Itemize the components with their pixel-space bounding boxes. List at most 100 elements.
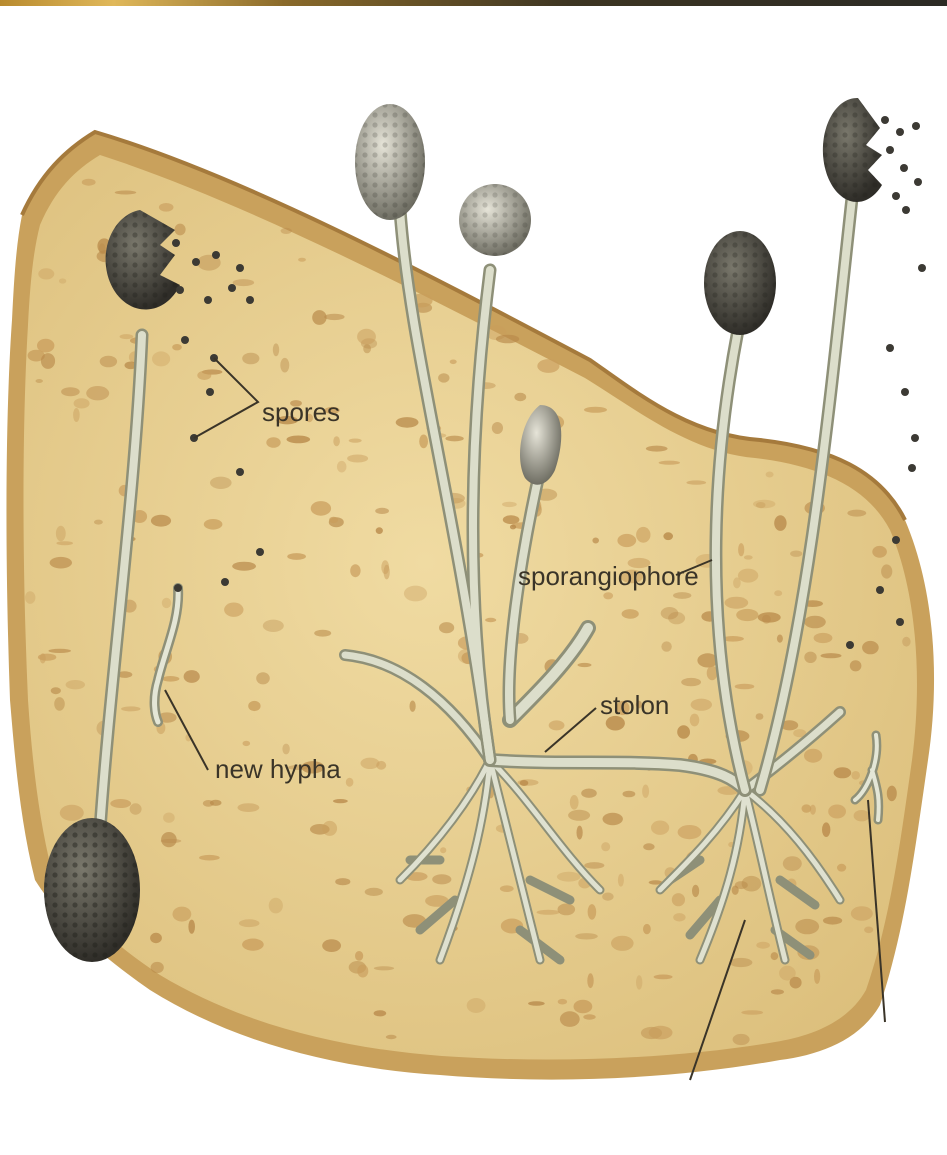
spore-dot <box>192 258 200 266</box>
bread-pore <box>333 799 348 803</box>
bread-pore <box>795 919 819 934</box>
bread-pore <box>357 329 376 345</box>
bread-pore <box>280 358 289 373</box>
bread-pore <box>729 958 752 967</box>
bread-pore <box>282 744 289 755</box>
bread-pore <box>736 609 758 621</box>
bread-pore <box>678 825 702 839</box>
bread-pore <box>643 924 651 934</box>
bread-pore <box>673 592 691 599</box>
spore-dot <box>228 284 236 292</box>
spore-dot <box>892 192 900 200</box>
bread-pore <box>161 839 182 843</box>
bread-pore <box>440 847 446 853</box>
bread-pore <box>774 590 782 596</box>
bread-pore <box>520 780 529 786</box>
spore-dot <box>900 164 908 172</box>
bread-pore <box>756 942 770 949</box>
bread-pore <box>450 360 457 365</box>
bread-pore <box>741 1010 763 1015</box>
bread-pore <box>36 379 43 383</box>
bread-pore <box>410 701 416 712</box>
bread-pore <box>54 697 65 711</box>
bread-pore <box>41 353 55 369</box>
spore-dot <box>181 336 189 344</box>
bread-pore <box>822 822 830 837</box>
spore-dot <box>221 578 229 586</box>
spore-dot <box>204 296 212 304</box>
bread-pore <box>646 446 668 452</box>
bread-pore <box>584 407 607 413</box>
bread-pore <box>162 598 171 608</box>
bread-pore <box>224 603 243 617</box>
bread-pore <box>578 663 592 667</box>
bread-pore <box>374 1010 387 1016</box>
bread-pore <box>771 989 784 994</box>
bread-pore <box>281 228 292 234</box>
bread-pore <box>256 672 270 684</box>
spore-dot <box>236 468 244 476</box>
bread-pore <box>210 477 232 489</box>
spore-dot <box>174 584 182 592</box>
bread-pore <box>324 314 344 320</box>
bread-pore <box>269 898 283 914</box>
bread-pore <box>38 654 56 661</box>
bread-pore <box>210 800 222 806</box>
bread-pore <box>691 699 712 711</box>
bread-pore <box>783 856 802 871</box>
bread-pore <box>239 919 260 927</box>
bread-pore <box>188 920 195 934</box>
bread-pore <box>771 952 779 960</box>
bread-pore <box>735 684 755 690</box>
spore-dot <box>246 296 254 304</box>
bread-pore <box>881 564 892 578</box>
bread-pore <box>233 279 254 286</box>
bread-pore <box>204 519 223 530</box>
bread-pore <box>492 422 503 434</box>
bread-pore <box>266 437 280 448</box>
bread-pore <box>130 803 142 814</box>
bread-pore <box>25 591 35 604</box>
bread-pore <box>150 933 162 943</box>
spore-dot <box>908 464 916 472</box>
bread-pore <box>735 881 748 889</box>
bread-pore <box>151 515 171 527</box>
bread-pore <box>346 778 354 787</box>
bread-pore <box>162 676 180 682</box>
bread-pore <box>349 439 362 443</box>
bread-pore <box>774 515 786 531</box>
bread-pore <box>314 630 331 637</box>
bread-pore <box>687 480 707 484</box>
bread-pore <box>172 344 182 350</box>
bread-pore <box>828 805 846 819</box>
bread-pore <box>60 805 84 821</box>
bread-pore <box>432 874 451 884</box>
bread-pore <box>651 821 669 835</box>
bread-pore <box>762 615 771 624</box>
sporangium-middle <box>459 184 531 256</box>
bread-pore <box>298 258 306 262</box>
spore-dot <box>901 388 909 396</box>
spore-dot <box>212 251 220 259</box>
bread-pore <box>804 616 826 629</box>
spore-dot <box>912 122 920 130</box>
bread-pore <box>568 810 590 821</box>
bread-pore <box>100 356 117 368</box>
bread-pore <box>115 191 137 195</box>
bread-pore <box>672 893 685 906</box>
bread-pore <box>374 966 394 970</box>
bread-pore <box>38 268 54 279</box>
bread-pore <box>510 525 516 530</box>
bread-pore <box>152 351 170 366</box>
bread-pore <box>733 1034 750 1045</box>
spore-dot <box>896 618 904 626</box>
bread-pore <box>804 652 816 663</box>
bread-pore <box>661 607 679 619</box>
bread-pore <box>864 927 873 934</box>
bread-pore <box>649 1026 673 1040</box>
bread-pore <box>242 353 259 365</box>
bread-pore <box>558 904 576 916</box>
bread-pore <box>588 904 597 920</box>
bread-pore <box>37 339 54 353</box>
